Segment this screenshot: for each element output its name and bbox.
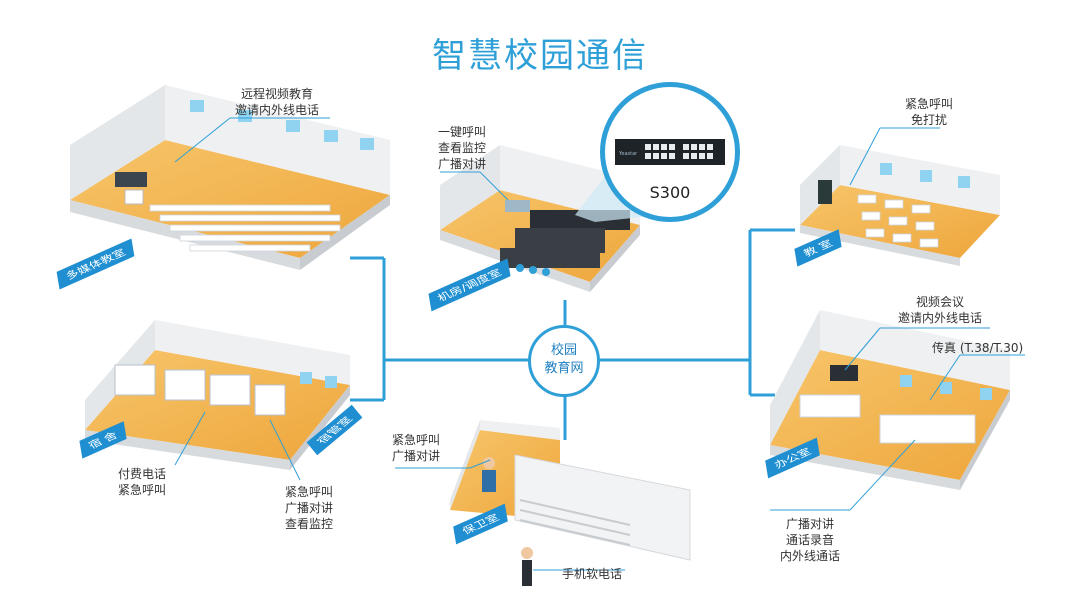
- guard-room-illustration: [450, 420, 691, 586]
- dorm-illustration: [85, 320, 350, 470]
- device-zoom-circle: Yeastar S300: [600, 82, 740, 222]
- note-office-fax: 传真 (T.38/T.30): [932, 341, 1024, 355]
- note-control-room: 一键呼叫 查看监控 广播对讲: [438, 125, 487, 171]
- s300-device-icon: Yeastar: [615, 139, 725, 165]
- note-multimedia: 远程视频教育 邀请内外线电话: [235, 87, 320, 117]
- device-name: S300: [649, 183, 691, 202]
- device-brand: Yeastar: [618, 151, 638, 157]
- note-dorm-manager: 紧急呼叫 广播对讲 查看监控: [285, 485, 334, 531]
- campus-network-hub: 校园 教育网: [528, 325, 600, 397]
- leader-lines: [174, 117, 1025, 571]
- classroom-illustration: [800, 145, 1000, 266]
- multimedia-classroom-illustration: [70, 85, 390, 270]
- note-office-broadcast: 广播对讲 通话录音 内外线通话: [780, 517, 841, 563]
- note-guard-room: 紧急呼叫 广播对讲: [392, 433, 441, 463]
- network-lines: [350, 228, 795, 440]
- hub-label-line1: 校园: [550, 343, 577, 358]
- hub-label-line2: 教育网: [544, 361, 584, 376]
- note-dorm-phone: 付费电话 紧急呼叫: [118, 467, 167, 497]
- note-classroom: 紧急呼叫 免打扰: [905, 97, 954, 127]
- note-office-video: 视频会议 邀请内外线电话: [898, 295, 983, 325]
- page-title: 智慧校园通信: [432, 36, 648, 76]
- office-illustration: [770, 310, 1010, 490]
- note-mobile-softphone: 手机软电话: [562, 567, 623, 581]
